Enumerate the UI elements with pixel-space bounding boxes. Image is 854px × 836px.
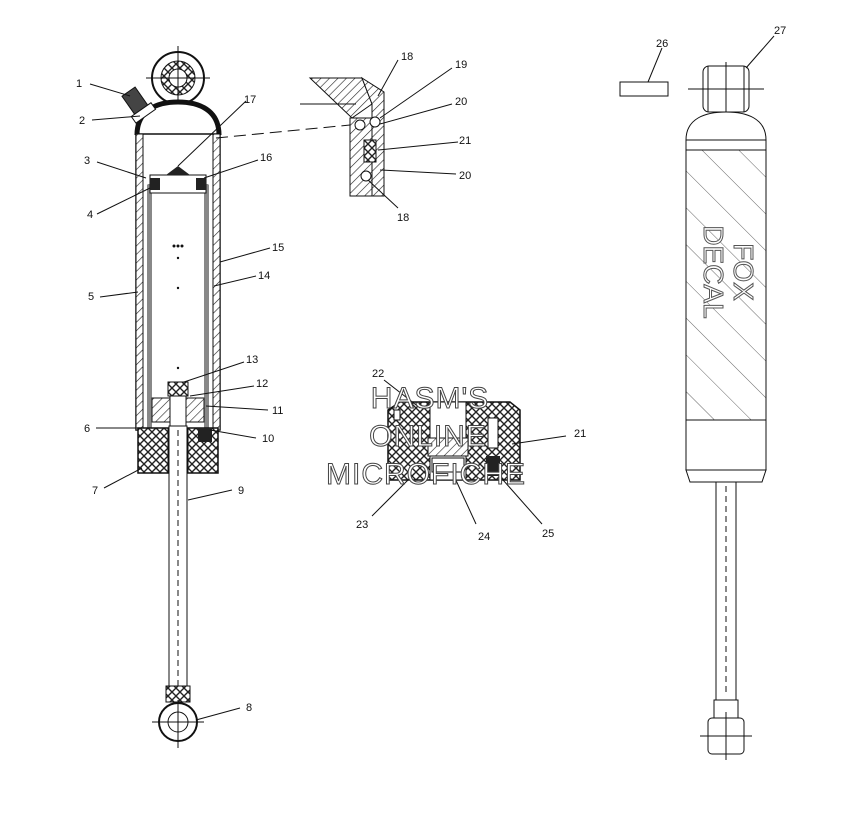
callout-labels: 1 2 3 4 5 6 7 8 9 10 11 12 13 14 15 16 1… — [76, 25, 786, 714]
callout-17: 17 — [244, 94, 256, 106]
callout-7: 7 — [92, 485, 98, 497]
callout-2: 2 — [79, 115, 85, 127]
callout-6: 6 — [84, 423, 90, 435]
decal-line-2: DECAL — [698, 225, 729, 318]
callout-18-top: 18 — [401, 51, 413, 63]
callout-4: 4 — [87, 209, 93, 221]
callout-19: 19 — [455, 59, 467, 71]
watermark: HASM'S ONLINE MICROFICHE — [326, 382, 526, 492]
leader-lines-seal — [371, 379, 567, 525]
callout-14: 14 — [258, 270, 270, 282]
leader-lines-right — [647, 35, 775, 83]
leader-lines-left — [89, 83, 271, 721]
callout-5: 5 — [88, 291, 94, 303]
callout-13: 13 — [246, 354, 258, 366]
callout-3: 3 — [84, 155, 90, 167]
seal-head-detail — [387, 401, 521, 481]
callout-18-bottom: 18 — [397, 212, 409, 224]
callout-9: 9 — [238, 485, 244, 497]
exterior-shock: FOX DECAL — [619, 62, 767, 760]
callout-10: 10 — [262, 433, 274, 445]
callout-21-top: 21 — [459, 135, 471, 147]
watermark-line-1: HASM'S — [371, 382, 489, 415]
callout-15: 15 — [272, 242, 284, 254]
cap-detail — [300, 76, 385, 197]
callout-27: 27 — [774, 25, 786, 37]
callout-22: 22 — [372, 368, 384, 380]
callout-20-top: 20 — [455, 96, 467, 108]
callout-16: 16 — [260, 152, 272, 164]
callout-21-seal: 21 — [574, 428, 586, 440]
callout-25: 25 — [542, 528, 554, 540]
watermark-line-2: ONLINE — [369, 420, 487, 453]
watermark-line-3: MICROFICHE — [326, 458, 526, 491]
callout-11: 11 — [272, 405, 283, 417]
decal-strip-part — [619, 81, 669, 97]
detail-link-line — [215, 124, 351, 139]
callout-20-bottom: 20 — [459, 170, 471, 182]
sectioned-shock — [121, 46, 222, 748]
leader-lines-detail — [367, 59, 459, 209]
callout-1: 1 — [76, 78, 82, 90]
callout-26: 26 — [656, 38, 668, 50]
decal-line-1: FOX — [728, 243, 759, 301]
callout-8: 8 — [246, 702, 252, 714]
callout-23: 23 — [356, 519, 368, 531]
callout-24: 24 — [478, 531, 490, 543]
callout-12: 12 — [256, 378, 268, 390]
